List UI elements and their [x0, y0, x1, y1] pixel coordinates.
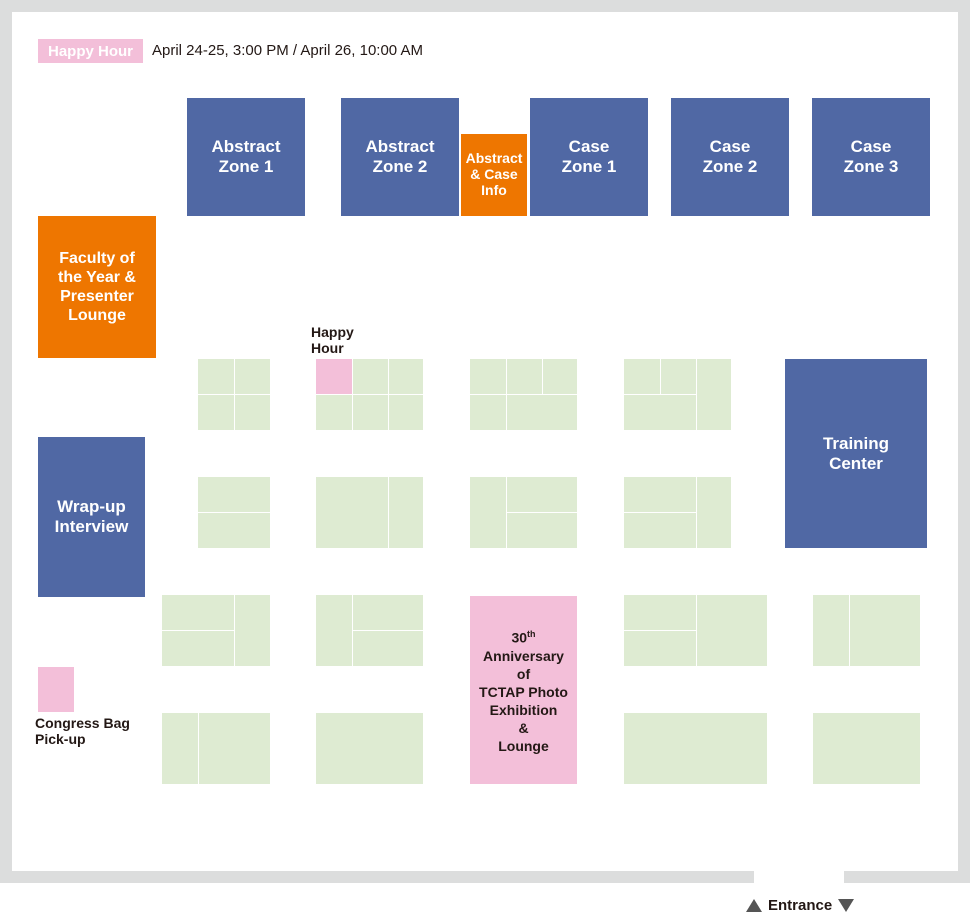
booth[interactable]: [234, 394, 270, 430]
booth[interactable]: [198, 477, 270, 512]
booth[interactable]: [198, 512, 270, 548]
booth[interactable]: [352, 359, 388, 394]
wrap-up-interview[interactable]: Wrap-up Interview: [38, 437, 145, 597]
happy-hour-schedule: April 24-25, 3:00 PM / April 26, 10:00 A…: [152, 42, 423, 59]
abstract-zone-1[interactable]: Abstract Zone 1: [187, 98, 305, 216]
abstract-case-info[interactable]: Abstract & Case Info: [461, 134, 527, 216]
photo-exhibition-line-0: 30th: [511, 625, 535, 647]
booth[interactable]: [506, 477, 577, 512]
booth[interactable]: [470, 477, 506, 548]
booth[interactable]: [506, 359, 542, 394]
case-zone-1[interactable]: Case Zone 1: [530, 98, 648, 216]
booth[interactable]: [506, 394, 577, 430]
arrow-down-icon: [838, 898, 855, 912]
photo-exhibition-ordinal: th: [527, 629, 536, 640]
wall-bottom-right: [844, 871, 970, 883]
booth[interactable]: [624, 394, 696, 430]
booth[interactable]: [624, 630, 696, 666]
booth[interactable]: [624, 595, 696, 630]
booth[interactable]: [198, 713, 270, 784]
booth[interactable]: [624, 512, 696, 548]
booth[interactable]: [813, 713, 920, 784]
booth[interactable]: [316, 713, 423, 784]
wall-left: [0, 0, 12, 883]
booth[interactable]: [234, 359, 270, 394]
booth[interactable]: [162, 713, 198, 784]
entrance-label: Entrance: [768, 896, 833, 914]
photo-exhibition-line-5: &: [518, 719, 529, 736]
congress-bag-label: Congress Bag Pick-up: [35, 715, 130, 747]
happy-hour-booth[interactable]: [316, 359, 352, 394]
booth[interactable]: [352, 595, 423, 630]
booth[interactable]: [388, 394, 423, 430]
photo-exhibition-line-3: TCTAP Photo: [479, 683, 568, 700]
booth[interactable]: [696, 359, 731, 430]
booth[interactable]: [624, 477, 696, 512]
happy-hour-label: Happy Hour: [311, 324, 354, 356]
abstract-zone-2[interactable]: Abstract Zone 2: [341, 98, 459, 216]
booth[interactable]: [696, 477, 731, 548]
booth[interactable]: [316, 477, 388, 548]
booth[interactable]: [696, 595, 767, 666]
photo-exhibition-line-4: Exhibition: [489, 701, 558, 718]
booth[interactable]: [234, 595, 270, 666]
photo-exhibition-label: 30th Anniversary of TCTAP Photo Exhibiti…: [470, 596, 577, 784]
photo-exhibition-line-1: Anniversary: [483, 647, 564, 664]
wall-top: [0, 0, 970, 12]
photo-exhibition-number: 30: [511, 629, 528, 646]
booth[interactable]: [542, 359, 577, 394]
booth[interactable]: [470, 394, 506, 430]
training-center[interactable]: Training Center: [785, 359, 927, 548]
case-zone-2[interactable]: Case Zone 2: [671, 98, 789, 216]
wall-right: [958, 0, 970, 883]
booth[interactable]: [624, 359, 660, 394]
booth[interactable]: [624, 713, 767, 784]
booth[interactable]: [162, 630, 234, 666]
booth[interactable]: [316, 394, 352, 430]
booth[interactable]: [352, 630, 423, 666]
booth[interactable]: [162, 595, 234, 630]
photo-exhibition-line-6: Lounge: [498, 737, 549, 754]
case-zone-3[interactable]: Case Zone 3: [812, 98, 930, 216]
entrance-marker[interactable]: Entrance: [746, 893, 856, 917]
booth[interactable]: [198, 359, 234, 394]
booth[interactable]: [506, 512, 577, 548]
booth[interactable]: [849, 595, 920, 666]
happy-hour-legend-badge: Happy Hour: [38, 39, 143, 63]
booth[interactable]: [388, 477, 423, 548]
booth[interactable]: [352, 394, 388, 430]
booth[interactable]: [198, 394, 234, 430]
faculty-presenter-lounge[interactable]: Faculty of the Year & Presenter Lounge: [38, 216, 156, 358]
booth[interactable]: [316, 595, 352, 666]
arrow-up-icon: [746, 898, 762, 912]
photo-exhibition-line-2: of: [516, 665, 531, 682]
booth[interactable]: [388, 359, 423, 394]
booth[interactable]: [470, 359, 506, 394]
wall-bottom-left: [0, 871, 754, 883]
booth[interactable]: [813, 595, 849, 666]
booth[interactable]: [660, 359, 696, 394]
congress-bag-marker: [38, 667, 74, 712]
photo-exhibition-lounge[interactable]: [470, 596, 577, 784]
